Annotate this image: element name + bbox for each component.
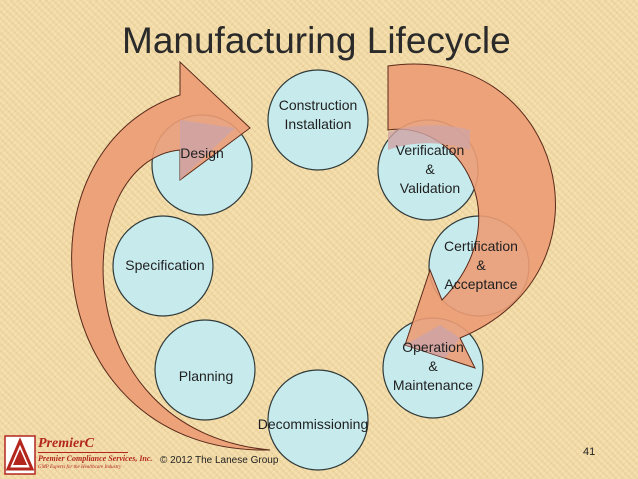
stage-circle-planning — [154, 319, 256, 421]
warning-triangle-icon — [4, 435, 36, 475]
stage-label-operation: Operation — [402, 339, 463, 355]
stage-circle-construction — [267, 69, 369, 171]
left-cycle-arrow — [71, 60, 271, 451]
stage-circle-specification — [112, 215, 214, 317]
stage-label-verification: & — [425, 161, 435, 177]
logo-rule — [38, 452, 128, 453]
stage-label-construction: Construction — [279, 97, 358, 113]
stage-label-decommissioning: Decommissioning — [258, 416, 368, 432]
stage-label-verification: Verification — [396, 142, 464, 158]
stage-label-design: Design — [180, 145, 224, 161]
right-cycle-arrow — [387, 63, 556, 369]
logo-tagline: GMP Experts for the Healthcare Industry — [38, 465, 122, 470]
premierc-logo: PremierC Premier Compliance Services, In… — [2, 432, 152, 478]
stage-label-specification: Specification — [125, 257, 204, 273]
page-number: 41 — [583, 446, 596, 458]
stage-label-planning: Planning — [179, 368, 234, 384]
verification-overlap — [388, 125, 470, 150]
copyright: © 2012 The Lanese Group — [160, 455, 279, 466]
stage-circle-decommissioning — [267, 369, 369, 471]
slide-title: Manufacturing Lifecycle — [122, 20, 511, 61]
stage-label-certification: Certification — [444, 238, 518, 254]
stage-label-operation: & — [428, 358, 438, 374]
stage-label-verification: Validation — [400, 180, 460, 196]
stage-label-certification: & — [476, 257, 486, 273]
logo-company: Premier Compliance Services, Inc. — [38, 454, 153, 463]
operation-overlap — [405, 325, 460, 358]
design-overlap — [180, 120, 235, 180]
stage-label-operation: Maintenance — [393, 377, 473, 393]
logo-name: PremierC — [38, 436, 94, 451]
stage-label-certification: Acceptance — [444, 276, 517, 292]
stage-label-construction: Installation — [285, 116, 352, 132]
